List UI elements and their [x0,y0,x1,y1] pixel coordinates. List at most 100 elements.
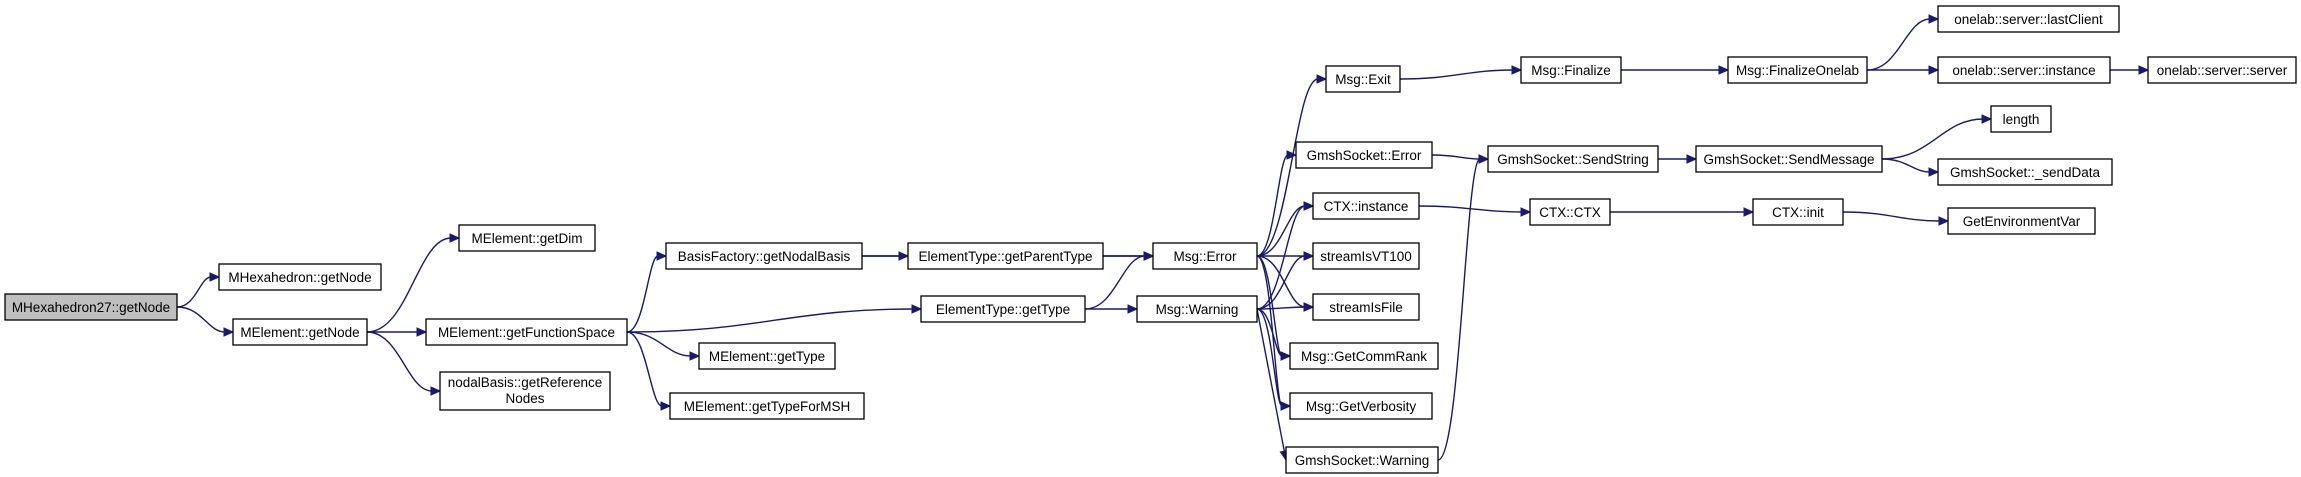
node-box [1312,192,1420,220]
node-hex27-getNode[interactable]: MHexahedron27::getNode [4,293,178,321]
node-label: nodalBasis::getReference [448,375,603,390]
node-label: Msg::GetVerbosity [1306,399,1417,414]
node-label: GetEnvironmentVar [1963,214,2081,229]
edge-mel-getFunctionSpace-to-mel-getType [626,331,701,361]
node-label: MElement::getType [709,349,825,364]
node-box [1520,56,1622,84]
node-box [1695,145,1883,173]
node-bf-getNodalBasis[interactable]: BasisFactory::getNodalBasis [665,242,863,270]
node-box [1937,5,2120,33]
node-ctx-init[interactable]: CTX::init [1752,198,1844,226]
node-box [1990,105,2052,133]
node-box [698,342,836,370]
node-box [1752,198,1844,226]
node-label: length [2003,112,2040,127]
edge-gs-warning-to-gs-sendstring [1437,154,1490,461]
node-box [425,318,628,346]
node-et-getParentType[interactable]: ElementType::getParentType [907,242,1104,270]
edge-mel-getFunctionSpace-to-et-getType [626,304,923,333]
node-mel-getTypeForMSH[interactable]: MElement::getTypeForMSH [669,392,865,420]
node-label: Msg::GetCommRank [1301,349,1427,364]
node-label: BasisFactory::getNodalBasis [678,249,851,264]
node-label: ElementType::getParentType [918,249,1092,264]
node-msg-finalizeonelab[interactable]: Msg::FinalizeOnelab [1727,56,1868,84]
node-label: streamIsVT100 [1320,249,1412,264]
node-label: GmshSocket::SendString [1497,152,1649,167]
node-msg-warning[interactable]: Msg::Warning [1136,295,1258,323]
node-box [1295,141,1433,169]
edge-gs-sendmessage-to-length [1881,114,1993,160]
node-box [1152,242,1258,270]
node-label: MElement::getFunctionSpace [438,325,615,340]
node-ol-server[interactable]: onelab::server::server [2147,56,2297,84]
node-label: CTX::CTX [1539,205,1601,220]
node-stream-vt100[interactable]: streamIsVT100 [1312,242,1420,270]
node-label: onelab::server::server [2157,63,2288,78]
node-box [1727,56,1868,84]
node-msg-exit[interactable]: Msg::Exit [1325,65,1401,93]
edge-mel-getNode-to-mel-getDim [366,233,461,333]
node-mel-getFunctionSpace[interactable]: MElement::getFunctionSpace [425,318,628,346]
node-mel-getType[interactable]: MElement::getType [698,342,836,370]
node-box [1325,65,1401,93]
node-ctx-instance[interactable]: CTX::instance [1312,192,1420,220]
node-et-getType[interactable]: ElementType::getType [920,295,1086,323]
node-label: Msg::Warning [1156,302,1239,317]
edge-gs-sendmessage-to-gs-senddata [1881,158,1940,177]
node-msg-finalize[interactable]: Msg::Finalize [1520,56,1622,84]
node-label: GmshSocket::Error [1307,148,1422,163]
node-length[interactable]: length [1990,105,2052,133]
edge-ctx-init-to-getenvvar [1842,211,1950,226]
node-label: streamIsFile [1329,300,1403,315]
node-msg-verbosity[interactable]: Msg::GetVerbosity [1289,392,1433,420]
node-box [1285,446,1439,474]
node-box [1312,293,1420,321]
edge-msg-warning-to-stream-vt100 [1256,251,1315,310]
node-box [458,224,596,252]
edge-mel-getNode-to-nodalBasis-getRefNodes [366,331,442,396]
node-label: onelab::server::lastClient [1954,12,2103,27]
node-msg-commrank[interactable]: Msg::GetCommRank [1289,342,1439,370]
node-gs-warning[interactable]: GmshSocket::Warning [1285,446,1439,474]
node-mel-getNode[interactable]: MElement::getNode [232,318,368,346]
node-box [665,242,863,270]
node-mel-getDim[interactable]: MElement::getDim [458,224,596,252]
node-label: onelab::server::instance [1952,63,2095,78]
edge-hex27-getNode-to-mel-getNode [176,306,235,337]
edge-msg-finalize-to-msg-finalizeonelab [1621,65,1730,75]
edge-msg-error-to-msg-exit [1256,74,1328,257]
node-gs-senddata[interactable]: GmshSocket::_sendData [1937,158,2113,186]
node-ctx-ctx[interactable]: CTX::CTX [1529,198,1611,226]
node-label: MHexahedron::getNode [228,270,371,285]
node-box [218,263,382,291]
node-box [1289,342,1439,370]
node-ol-lastclient[interactable]: onelab::server::lastClient [1937,5,2120,33]
edge-mel-getNode-to-mel-getFunctionSpace [367,327,428,337]
edge-msg-error-to-gs-error [1256,150,1298,257]
edge-gs-sendstring-to-gs-sendmessage [1658,154,1698,164]
node-box [1937,56,2111,84]
node-gs-sendstring[interactable]: GmshSocket::SendString [1487,145,1659,173]
node-label-line2: Nodes [505,391,544,406]
node-box [1312,242,1420,270]
node-stream-file[interactable]: streamIsFile [1312,293,1420,321]
node-label: Msg::Error [1173,249,1237,264]
node-label: MElement::getTypeForMSH [684,399,851,414]
edge-hex27-getNode-to-hex-getNode [176,272,221,308]
edge-msg-warning-to-stream-file [1256,302,1315,312]
node-hex-getNode[interactable]: MHexahedron::getNode [218,263,382,291]
edge-msg-warning-to-msg-verbosity [1256,308,1292,411]
edge-mel-getFunctionSpace-to-mel-getTypeForMSH [626,331,672,411]
edge-msg-finalizeonelab-to-ol-instance [1867,65,1940,75]
node-label: Msg::FinalizeOnelab [1736,63,1859,78]
node-gs-error[interactable]: GmshSocket::Error [1295,141,1433,169]
node-label: MElement::getNode [240,325,359,340]
edge-mel-getFunctionSpace-to-bf-getNodalBasis [626,251,668,333]
node-box [1289,392,1433,420]
node-msg-error[interactable]: Msg::Error [1152,242,1258,270]
node-gs-sendmessage[interactable]: GmshSocket::SendMessage [1695,145,1883,173]
node-getenvvar[interactable]: GetEnvironmentVar [1947,207,2096,235]
node-ol-instance[interactable]: onelab::server::instance [1937,56,2111,84]
